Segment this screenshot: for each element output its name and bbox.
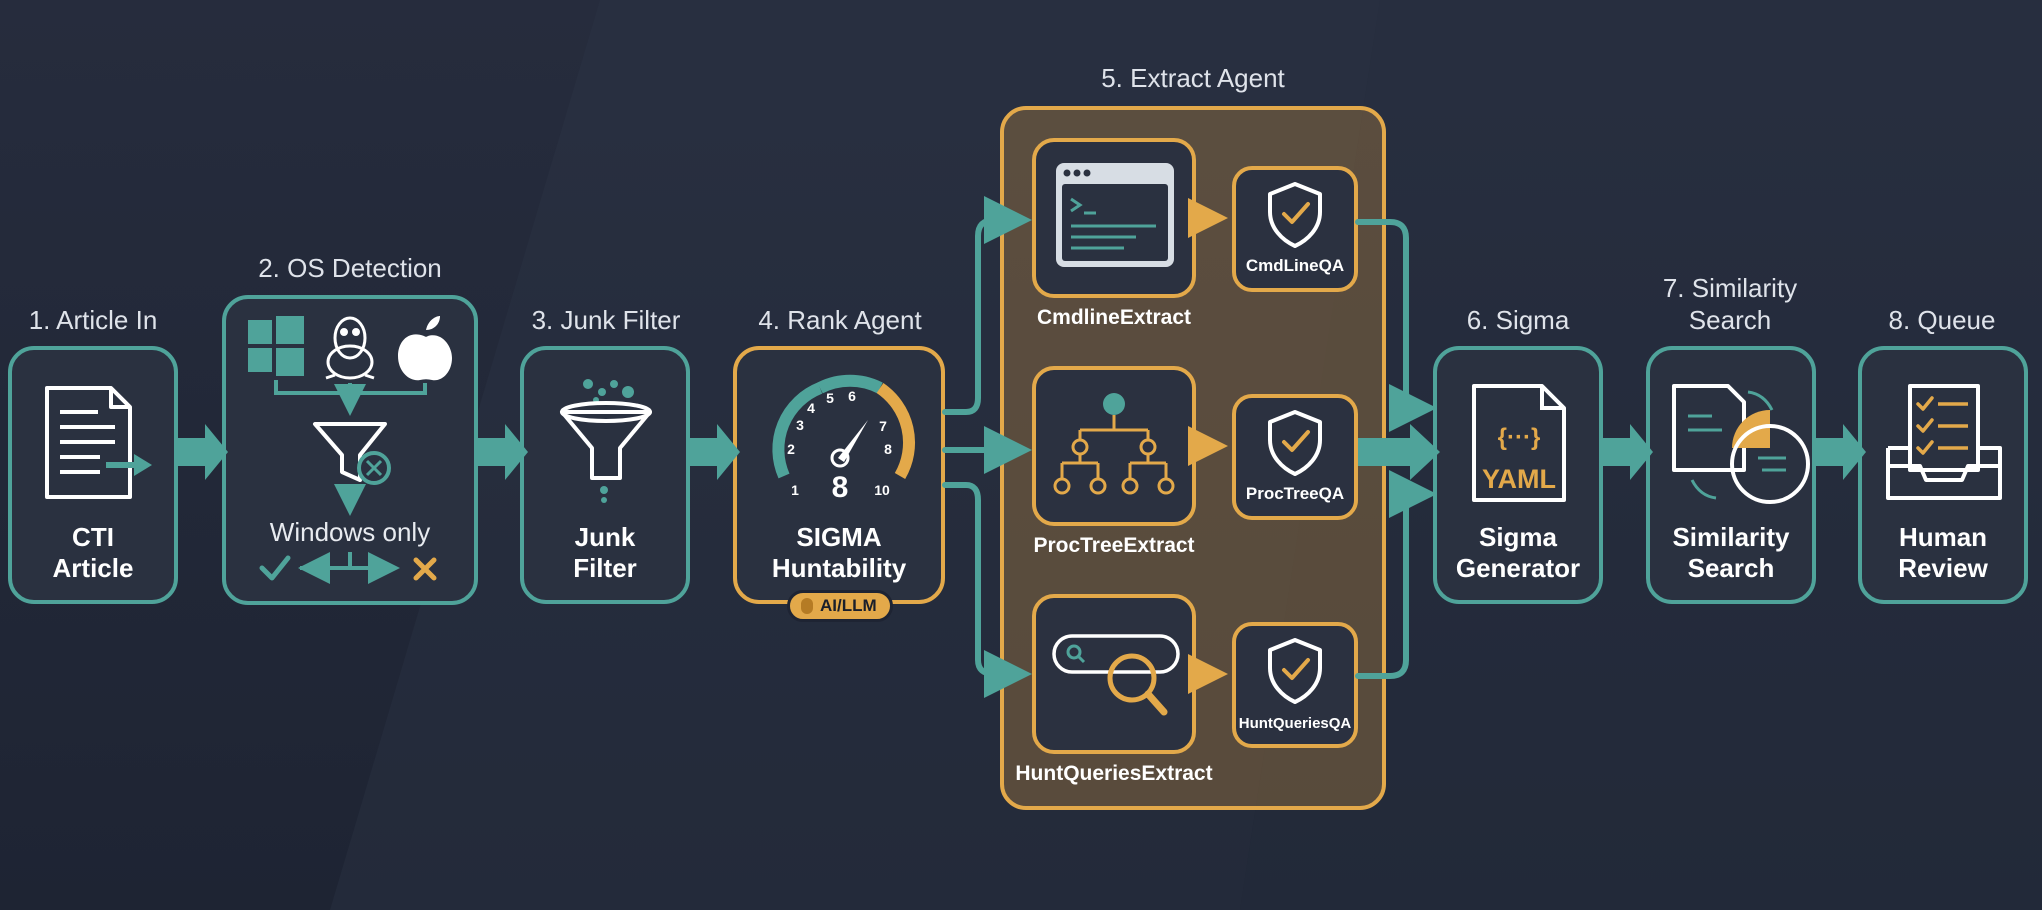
os-split-lines [298,484,400,584]
gauge-tick-4: 4 [807,400,815,416]
junk-filter-title-1: Junk [574,522,636,552]
os-merge-lines [274,380,427,416]
compare-docs-icon [1672,384,1810,504]
stage-label-article-in: 1. Article In [28,305,158,335]
sigma-generator-title-2: Generator [1455,553,1581,583]
arrow-panel-6 [1358,424,1440,480]
gauge-tick-5: 5 [826,390,834,406]
proctree-qa-label: ProcTreeQA [1245,484,1345,503]
human-review-title-1: Human [1898,522,1988,552]
stage-label-similarity-line1: 7. Similarity [1662,273,1798,303]
stage-label-extract-agent: 5. Extract Agent [1101,63,1285,93]
stage-label-junk-filter: 3. Junk Filter [531,305,681,335]
stage-label-os-detection: 2. OS Detection [258,253,442,283]
windows-icon [248,316,304,376]
tree-icon [1053,393,1175,495]
cmdline-qa-box[interactable]: CmdLineQA [1232,166,1358,292]
cti-article-box[interactable]: CTI Article [8,346,178,604]
shield-check-icon [1268,638,1322,704]
sigma-generator-title-1: Sigma [1478,522,1558,552]
sigma-generator-box[interactable]: Sigma Generator [1433,346,1603,604]
arrow-3-4 [690,424,740,480]
shield-check-icon [1268,410,1322,476]
search-query-icon [1052,634,1180,716]
yaml-braces: {···} [1498,424,1541,451]
filter-x-icon [313,422,391,485]
check-icon [259,555,291,581]
gauge-tick-1: 1 [791,482,799,498]
cmdline-extract-label: CmdlineExtract [1036,306,1192,329]
junk-filter-title-2: Filter [573,553,637,583]
gauge-icon: 1 2 3 4 5 6 7 8 10 8 [772,374,916,504]
cti-article-title-2: Article [52,553,134,583]
gauge-tick-6: 6 [848,388,856,404]
badge-dot-icon [801,598,813,614]
gauge-tick-8: 8 [884,441,892,457]
huntqueries-qa-box[interactable]: HuntQueriesQA [1232,622,1358,748]
gauge-value: 8 [832,471,849,504]
flow-arrows [178,424,1866,480]
huntqueries-qa-label: HuntQueriesQA [1238,715,1352,732]
stage-label-rank-agent: 4. Rank Agent [758,305,922,335]
linux-icon [325,316,375,380]
gauge-tick-7: 7 [879,418,887,434]
ai-llm-badge-text: AI/LLM [820,596,877,615]
qa-arrows [1188,198,1228,694]
apple-icon [398,316,452,381]
inbox-checklist-icon [1886,384,2002,500]
windows-only-label: Windows only [269,517,431,547]
stage-label-queue: 8. Queue [1888,305,1996,335]
rank-agent-title-1: SIGMA [796,522,882,552]
document-arrow-icon [45,386,152,499]
junk-filter-box[interactable]: Junk Filter [520,346,690,604]
yaml-file-icon: {···} YAML [1472,384,1566,502]
terminal-icon [1056,163,1174,267]
shield-check-icon [1268,182,1322,248]
proctree-extract-label: ProcTreeExtract [1033,534,1195,557]
arrow-2-3 [478,424,528,480]
arrow-7-8 [1816,424,1866,480]
similarity-search-title-2: Search [1687,553,1775,583]
gauge-tick-2: 2 [787,441,795,457]
cross-icon [413,557,437,581]
stage-label-similarity-line2: Search [1688,305,1772,335]
arrow-6-7 [1603,424,1653,480]
yaml-label: YAML [1482,464,1556,494]
proctree-qa-box[interactable]: ProcTreeQA [1232,394,1358,520]
funnel-icon [560,379,652,503]
gauge-tick-10: 10 [874,482,890,498]
branch-lines [942,196,1032,698]
huntqueries-extract-label: HuntQueriesExtract [1015,762,1213,785]
ai-llm-badge: AI/LLM [787,590,893,622]
human-review-title-2: Review [1898,553,1988,583]
stage-label-sigma: 6. Sigma [1466,305,1570,335]
rank-agent-title-2: Huntability [771,553,907,583]
cmdline-qa-label: CmdLineQA [1245,256,1345,275]
similarity-search-title-1: Similarity [1672,522,1790,552]
merge-lines [1355,219,1437,679]
arrow-1-2 [178,424,228,480]
cti-article-title-1: CTI [72,522,114,552]
rank-agent-box[interactable]: SIGMA Huntability [733,346,945,604]
gauge-tick-3: 3 [796,417,804,433]
